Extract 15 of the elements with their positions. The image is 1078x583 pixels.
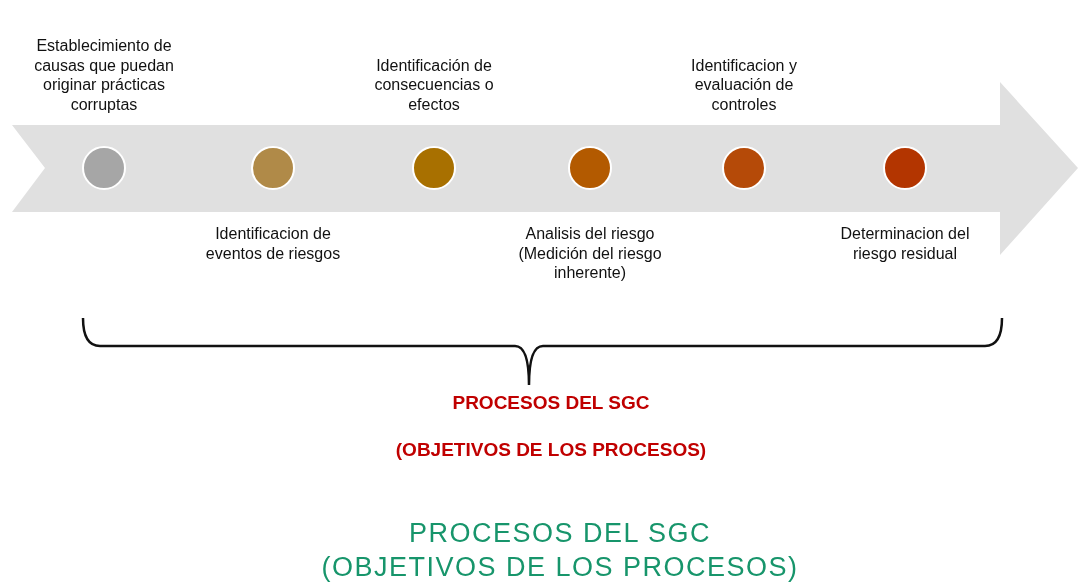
- step-label: Identificacion de eventos de riesgos: [204, 224, 342, 263]
- section-heading: PROCESOS DEL SGC: [451, 392, 651, 414]
- step-label: Identificacion y evaluación de controles: [690, 55, 798, 114]
- step-label: Determinacion del riesgo residual: [839, 224, 971, 263]
- step-label: Establecimiento de causas que puedan originar prácticas corruptas: [33, 36, 175, 114]
- timeline-circle: [722, 146, 766, 190]
- step-label: Identificación de consecuencias o efectos: [373, 55, 495, 114]
- timeline-circle: [251, 146, 295, 190]
- timeline-circle: [412, 146, 456, 190]
- timeline-circle: [82, 146, 126, 190]
- timeline-circle: [568, 146, 612, 190]
- timeline-circle: [883, 146, 927, 190]
- step-label: Analisis del riesgo (Medición del riesgo inherente): [517, 224, 663, 283]
- section-heading: (OBJETIVOS DE LOS PROCESOS): [394, 439, 708, 461]
- caption: PROCESOS DEL SGC (OBJETIVOS DE LOS PROCESOS): [320, 517, 800, 583]
